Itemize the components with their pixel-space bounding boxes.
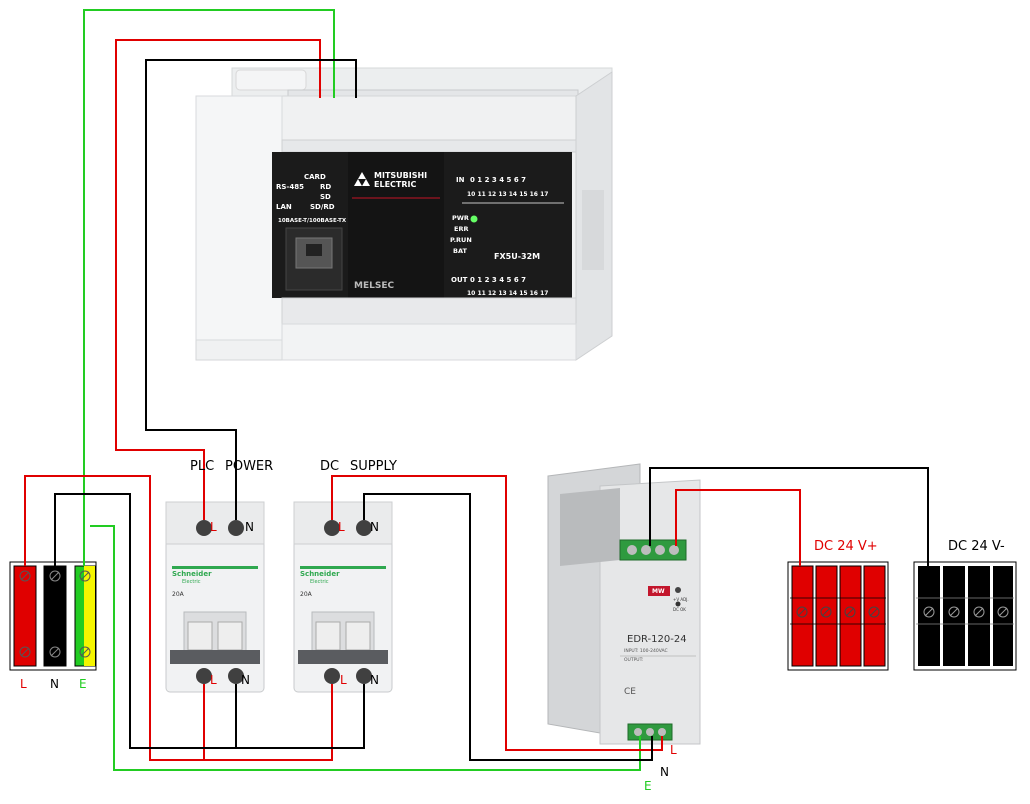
breaker-1-rating: 20A [172, 591, 185, 598]
plc-out-label: OUT [451, 276, 468, 284]
power-supply-unit [547, 463, 701, 745]
plc-card-label: CARD [304, 173, 326, 181]
dc-supply-label-1: DC [320, 459, 339, 474]
plc-in-row-2: 10 11 12 13 14 15 16 17 [467, 191, 548, 198]
plc-pwr-label: PWR [452, 214, 469, 222]
psu-input-label: INPUT: 100-240VAC [624, 648, 668, 654]
breaker-1-brand: Schneider [172, 570, 212, 578]
breaker-2-top-l: L [338, 520, 345, 534]
plc-brand-line-1: MITSUBISHI [374, 171, 427, 180]
breaker-1-top-l: L [210, 520, 217, 534]
main-l-label: L [20, 677, 27, 691]
psu-model-label: EDR-120-24 [627, 634, 687, 645]
plc-power-label-2: POWER [225, 459, 273, 474]
psu-ce-label: CE [624, 687, 636, 697]
main-n-label: N [50, 677, 59, 691]
dc-minus-label: DC 24 V- [948, 539, 1005, 554]
wires [24, 9, 929, 771]
plc-out-row-2: 10 11 12 13 14 15 16 17 [467, 290, 548, 297]
dc-minus-terminal-block [913, 561, 1017, 671]
wire-live-psu [331, 475, 663, 751]
plc-rs485-label: RS-485 [276, 183, 304, 191]
breaker-1-sub-brand: Electric [182, 579, 201, 585]
wire-live-breaker-2 [204, 684, 333, 761]
breaker-2-sub-brand: Electric [310, 579, 329, 585]
psu-l-label: L [670, 743, 677, 757]
breaker-1-bottom-n: N [241, 673, 250, 687]
psu-brand: MW [652, 588, 665, 595]
plc-power-label-1: PLC [190, 459, 214, 474]
wire-dc-minus [649, 467, 929, 566]
dc-plus-terminal-block [787, 561, 889, 671]
plc-sd-label: SD [320, 193, 331, 201]
plc-sdrd-label: SD/RD [310, 203, 335, 211]
psu-dcok-label: DC OK [673, 607, 686, 612]
breaker-2-bottom-n: N [370, 673, 379, 687]
mean-well-logo-icon [648, 586, 670, 596]
pwr-led [470, 215, 478, 223]
wire-neutral-main [54, 493, 237, 749]
plc-in-label: IN [456, 176, 465, 184]
breaker-2-rating: 20A [300, 591, 313, 598]
plc-series-label: MELSEC [354, 281, 394, 291]
wire-neutral-plc [145, 59, 357, 520]
psu-n-label: N [660, 765, 669, 779]
breaker-1-top-n: N [245, 520, 254, 534]
plc-rd-label: RD [320, 183, 331, 191]
wire-live-plc [115, 39, 321, 520]
main-e-label: E [79, 677, 87, 691]
wire-neutral-psu [363, 493, 653, 761]
wire-earth-psu [90, 525, 641, 771]
mitsubishi-logo-icon [354, 172, 370, 186]
plc-model-label: FX5U-32M [494, 252, 540, 261]
plc-unit: CARD RS-485 RD SD LAN SD/RD 10BASE-T/100… [195, 67, 613, 361]
plc-bat-label: BAT [453, 247, 467, 255]
dc-supply-label-2: SUPPLY [350, 459, 397, 474]
plc-prun-label: P.RUN [450, 236, 472, 244]
plc-in-row-1: 0 1 2 3 4 5 6 7 [470, 176, 526, 184]
psu-e-label: E [644, 779, 652, 793]
dc-plus-label: DC 24 V+ [814, 539, 878, 554]
breaker-2-bottom-l: L [340, 673, 347, 687]
plc-err-label: ERR [454, 225, 468, 233]
wire-earth-plc [83, 9, 335, 566]
breaker-dc-supply [293, 501, 393, 693]
wire-neutral-breaker-2 [236, 684, 365, 749]
breaker-plc-power [165, 501, 265, 693]
plc-brand-line-2: ELECTRIC [374, 180, 416, 189]
psu-adj-label: +V ADJ. [673, 597, 689, 602]
plc-out-row-1: 0 1 2 3 4 5 6 7 [470, 276, 526, 284]
wire-dc-plus [675, 489, 801, 566]
breaker-1-bottom-l: L [210, 673, 217, 687]
breaker-2-brand: Schneider [300, 570, 340, 578]
plc-lan-label: LAN [276, 203, 292, 211]
breaker-2-top-n: N [370, 520, 379, 534]
main-terminal-block [9, 561, 97, 671]
psu-output-label: OUTPUT: [624, 657, 643, 663]
plc-ethernet-label: 10BASE-T/100BASE-TX [278, 218, 347, 224]
